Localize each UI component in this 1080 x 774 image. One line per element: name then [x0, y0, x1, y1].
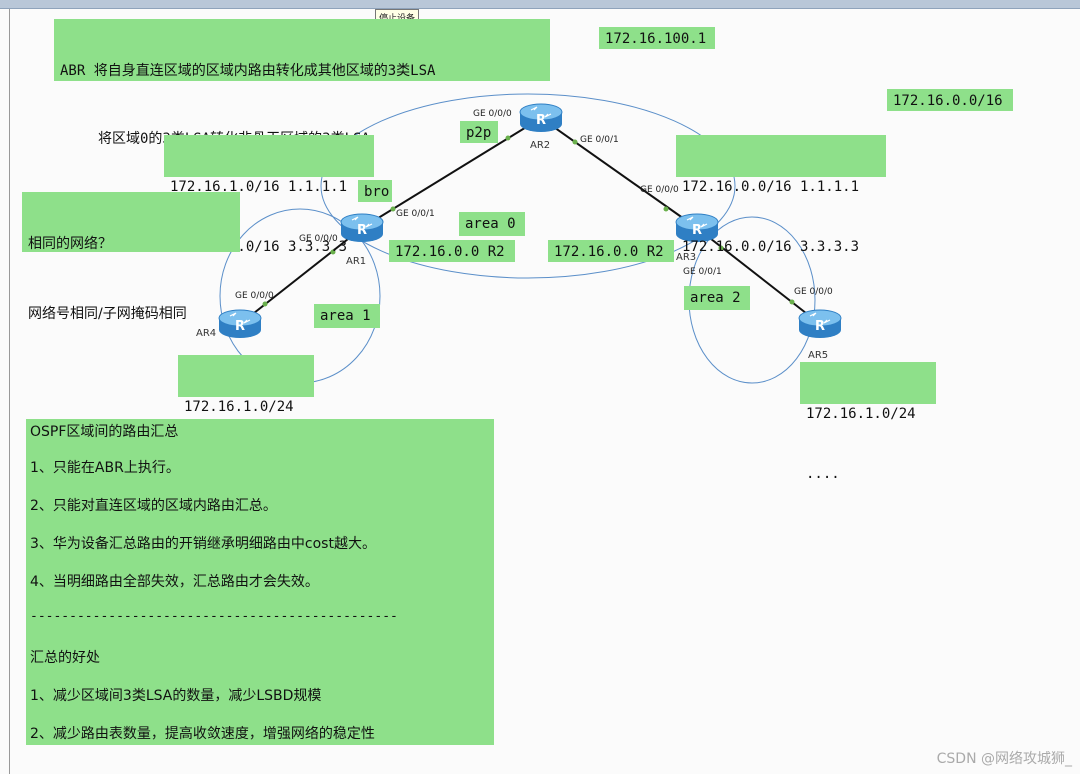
abr-note-line1: ABR 将自身直连区域的区域内路由转化成其他区域的3类LSA	[60, 63, 436, 79]
area2-label: area 2	[684, 286, 750, 310]
if-ar2-right: GE 0/0/1	[580, 135, 619, 145]
area0-boundary	[320, 93, 736, 279]
ar5-network-note: 172.16.1.0/24 ....	[800, 362, 936, 482]
if-ar1-right: GE 0/0/1	[396, 209, 435, 219]
network-line: ....	[806, 466, 840, 482]
canvas-border	[9, 9, 10, 774]
same-network-note: 相同的网络？ 网络号相同/子网掩码相同	[22, 192, 240, 322]
area0-label: area 0	[459, 212, 525, 236]
summary-item: 1、只能在ABR上执行。	[30, 460, 180, 476]
router-label: AR1	[346, 256, 366, 267]
ip-top-note: 172.16.100.1	[599, 27, 715, 49]
benefit-item: 2、减少路由表数量，提高收敛速度，增强网络的稳定性	[30, 726, 375, 742]
watermark: CSDN @网络攻城狮_	[936, 751, 1072, 767]
link-ar1-ar4	[239, 227, 363, 325]
r2-right-note: 172.16.0.0 R2	[548, 240, 674, 262]
same-network-answer: 网络号相同/子网掩码相同	[28, 306, 187, 322]
router-label: AR4	[196, 328, 216, 339]
left-routes-note: 172.16.1.0/16 1.1.1.1 172.16.1.0/16 3.3.…	[164, 135, 374, 255]
bro-label: bro	[358, 180, 392, 202]
if-ar3-top: GE 0/0/0	[640, 185, 679, 195]
router-label: AR5	[808, 350, 828, 361]
summary-item: 3、华为设备汇总路由的开销继承明细路由中cost越大。	[30, 536, 376, 552]
summary-panel: OSPF区域间的路由汇总 1、只能在ABR上执行。 2、只能对直连区域的区域内路…	[26, 419, 494, 745]
router-label: AR3	[676, 252, 696, 263]
abr-note: ABR 将自身直连区域的区域内路由转化成其他区域的3类LSA 将区域0的3类LS…	[54, 19, 550, 147]
p2p-label: p2p	[460, 121, 498, 143]
area1-label: area 1	[314, 304, 380, 328]
route-line: 172.16.0.0/16 1.1.1.1	[682, 179, 860, 195]
link-ar2-ar3	[540, 117, 698, 229]
router-label: AR2	[530, 140, 550, 151]
benefits-title: 汇总的好处	[30, 650, 100, 666]
summary-title: OSPF区域间的路由汇总	[30, 424, 179, 440]
r2-left-note: 172.16.0.0 R2	[389, 240, 515, 262]
if-ar1-left: GE 0/0/0	[299, 234, 338, 244]
if-ar2-left: GE 0/0/0	[473, 109, 512, 119]
ip-right-note: 172.16.0.0/16	[887, 89, 1013, 111]
benefit-item: 1、减少区域间3类LSA的数量，减少LSBD规模	[30, 688, 322, 704]
summary-divider: ----------------------------------------…	[30, 609, 398, 624]
right-routes-note: 172.16.0.0/16 1.1.1.1 172.16.0.0/16 3.3.…	[676, 135, 886, 255]
window-title-bar	[0, 0, 1080, 9]
link-ar3-ar5	[696, 227, 821, 325]
summary-item: 2、只能对直连区域的区域内路由汇总。	[30, 498, 277, 514]
same-network-question: 相同的网络？	[28, 236, 112, 252]
route-line: 172.16.1.0/16 1.1.1.1	[170, 179, 348, 195]
network-line: 172.16.1.0/24	[806, 406, 916, 422]
route-line: 172.16.0.0/16 3.3.3.3	[682, 239, 860, 255]
router-icon[interactable]	[798, 309, 842, 339]
if-ar4: GE 0/0/0	[235, 291, 274, 301]
if-ar3-bottom: GE 0/0/1	[683, 267, 722, 277]
network-line: 172.16.1.0/24	[184, 399, 294, 415]
summary-item: 4、当明细路由全部失效，汇总路由才会失效。	[30, 574, 319, 590]
if-ar5: GE 0/0/0	[794, 287, 833, 297]
ar4-network-note: 172.16.1.0/24 ....	[178, 355, 314, 475]
